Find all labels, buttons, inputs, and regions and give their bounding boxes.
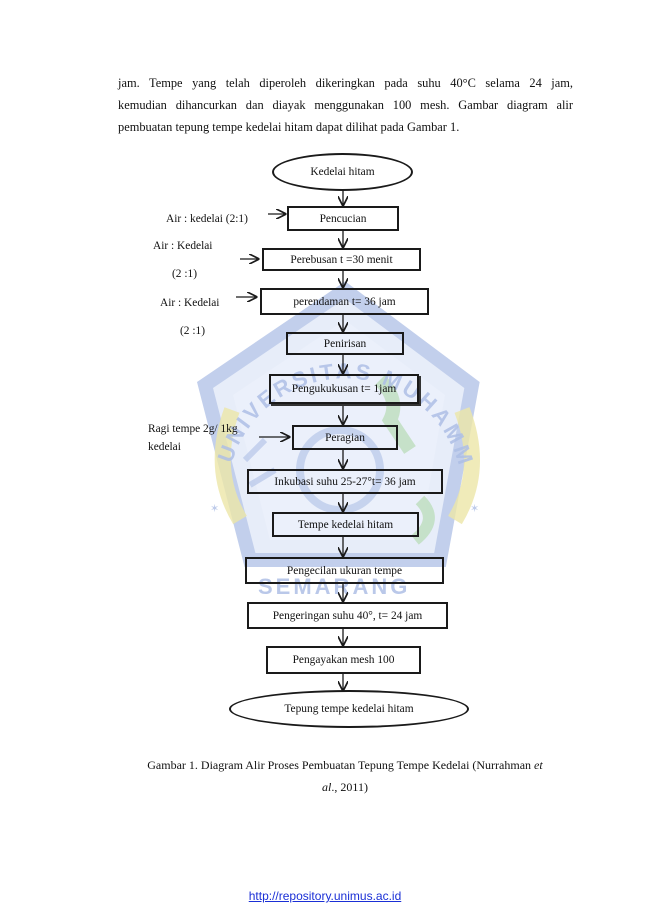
flow-step-penirisan: Penirisan — [286, 332, 404, 355]
input-label-air-kedelai-1: Air : kedelai (2:1) — [166, 213, 248, 225]
flow-step-label: perendaman t= 36 jam — [293, 295, 396, 308]
input-label-ragi-tempe: Ragi tempe 2g/ 1kg — [148, 423, 238, 435]
watermark-star-left: ✶ — [210, 503, 219, 515]
flow-start-label: Kedelai hitam — [310, 166, 375, 178]
caption-year: ., 2011) — [331, 780, 368, 794]
flow-step-peragian: Peragian — [292, 425, 398, 450]
paragraph-line-1: jam. Tempe yang telah diperoleh dikering… — [118, 76, 573, 90]
flow-end-label: Tepung tempe kedelai hitam — [284, 703, 414, 715]
flow-step-pengecilan: Pengecilan ukuran tempe — [245, 557, 444, 584]
input-label-ratio-3: (2 :1) — [180, 325, 205, 337]
flow-step-label: Pengeringan suhu 40°, t= 24 jam — [272, 609, 423, 622]
watermark-text-bottom: SEMARANG — [258, 574, 410, 599]
flow-step-label: Peragian — [325, 431, 365, 444]
figure-caption: Gambar 1. Diagram Alir Proses Pembuatan … — [100, 754, 590, 798]
intro-paragraph: jam. Tempe yang telah diperoleh dikering… — [118, 72, 573, 138]
caption-text: Gambar 1. Diagram Alir Proses Pembuatan … — [147, 758, 535, 772]
input-label-ratio-2: (2 :1) — [172, 268, 197, 280]
flow-step-inkubasi: Inkubasi suhu 25-27°t= 36 jam — [247, 469, 443, 494]
input-label-air-kedelai-2: Air : Kedelai — [153, 240, 213, 252]
paragraph-line-3: pembuatan tepung tempe kedelai hitam dap… — [118, 120, 460, 134]
flow-step-label: Inkubasi suhu 25-27°t= 36 jam — [274, 475, 416, 488]
flow-step-pengayakan: Pengayakan mesh 100 — [266, 646, 421, 674]
paragraph-line-2: kemudian dihancurkan dan diayak mengguna… — [118, 98, 573, 112]
flow-step-label: Pengukukusan t= 1jam — [291, 383, 397, 395]
repository-link[interactable]: http://repository.unimus.ac.id — [248, 889, 402, 903]
watermark-star-right: ✶ — [470, 503, 479, 515]
flow-step-pengukusan: Pengukukusan t= 1jam — [269, 374, 419, 404]
flow-step-label: Perebusan t =30 menit — [290, 253, 393, 266]
caption-italic-al: al — [322, 780, 332, 794]
caption-line-1: Gambar 1. Diagram Alir Proses Pembuatan … — [100, 754, 590, 776]
caption-italic-et: et — [534, 758, 543, 772]
flow-step-tempe-kedelai-hitam: Tempe kedelai hitam — [272, 512, 419, 537]
flow-step-pengeringan: Pengeringan suhu 40°, t= 24 jam — [247, 602, 448, 629]
flow-step-label: Tempe kedelai hitam — [297, 518, 394, 531]
flow-step-perebusan: Perebusan t =30 menit — [262, 248, 421, 271]
flow-step-perendaman: perendaman t= 36 jam — [260, 288, 429, 315]
flow-step-label: Pengecilan ukuran tempe — [286, 564, 403, 577]
flow-end-tepung-tempe: Tepung tempe kedelai hitam — [229, 690, 469, 728]
flow-step-label: Penirisan — [323, 337, 367, 350]
flow-step-label: Pengayakan mesh 100 — [292, 654, 395, 666]
flow-start-kedelai-hitam: Kedelai hitam — [272, 153, 413, 191]
caption-line-2: al., 2011) — [100, 776, 590, 798]
flow-step-pencucian: Pencucian — [287, 206, 399, 231]
input-label-air-kedelai-3: Air : Kedelai — [160, 297, 220, 309]
input-label-ragi-kedelai: kedelai — [148, 441, 181, 453]
flow-step-label: Pencucian — [319, 212, 367, 225]
